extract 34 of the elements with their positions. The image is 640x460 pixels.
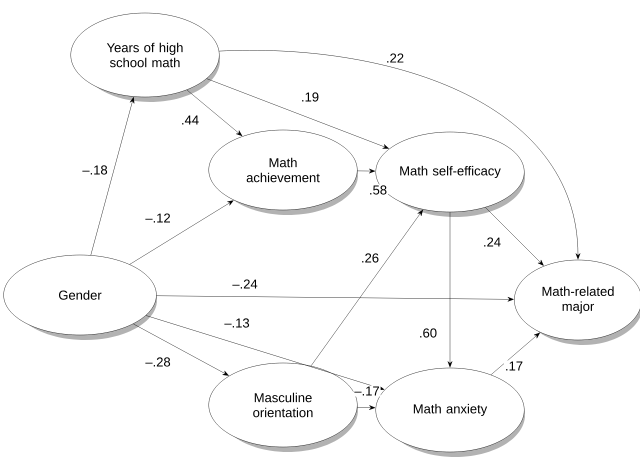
edge-label: –.13 (223, 317, 251, 329)
arrow (310, 210, 423, 366)
arrow (133, 324, 229, 376)
arrow (485, 207, 544, 266)
edge-label: –.18 (81, 164, 109, 176)
arrow (90, 97, 134, 256)
edge-label: .17 (504, 360, 524, 372)
arrow (206, 78, 389, 149)
edge-label: .44 (180, 114, 200, 126)
arrow (129, 200, 234, 265)
edge-label: .60 (418, 327, 438, 339)
node-label: Math-related major (542, 286, 614, 314)
arrow (357, 168, 376, 174)
edge-label: –.12 (144, 212, 172, 224)
arrow (357, 405, 376, 410)
ellipse-node: Math achievement (208, 130, 358, 215)
ellipse-node: Masculine orientation (208, 362, 358, 452)
arrow (186, 90, 242, 136)
arrow (490, 332, 540, 375)
ellipse-node: Years of high school math (70, 12, 220, 102)
edge-label: .22 (384, 52, 406, 64)
arrow (146, 315, 384, 390)
edge-label: –.17 (353, 386, 381, 396)
arrow (218, 50, 580, 260)
arrow (156, 296, 514, 302)
ellipse-node: Math-related major (514, 260, 640, 345)
edge-label: –.24 (231, 278, 259, 290)
edge-label: .26 (360, 252, 380, 264)
ellipse-node: Gender (3, 254, 157, 340)
edge-label: .24 (482, 236, 502, 248)
edge-label: .58 (368, 184, 388, 196)
edge-label: –.28 (144, 356, 172, 368)
edge-label: .19 (300, 91, 320, 103)
arrow (448, 212, 452, 368)
